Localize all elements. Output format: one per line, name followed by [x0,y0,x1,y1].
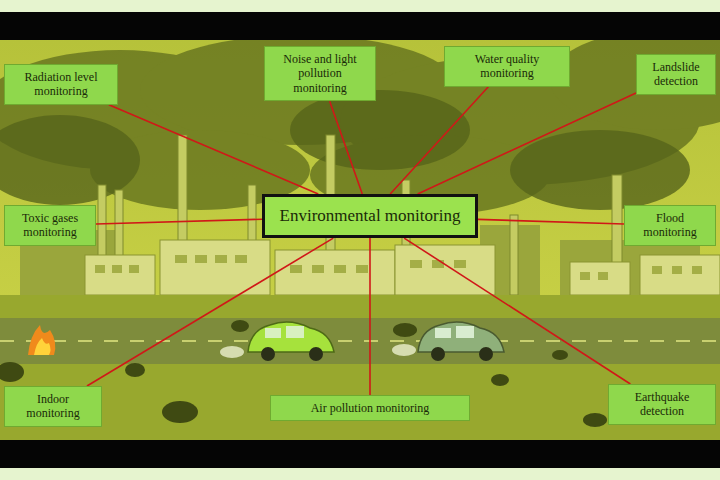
connector-line [96,219,262,224]
box-label: Water quality monitoring [451,52,563,81]
box-label: Indoor monitoring [11,392,95,421]
box-label: Flood monitoring [631,211,709,240]
connector-line [478,219,624,224]
topic-box: Toxic gases monitoring [4,205,96,246]
connector-line [390,87,488,194]
box-label: Radiation level monitoring [11,70,111,99]
topic-box: Radiation level monitoring [4,64,118,105]
topic-box: Air pollution monitoring [270,395,470,421]
connector-line [330,101,363,194]
topic-box: Landslide detection [636,54,716,95]
box-label: Landslide detection [643,60,709,89]
connector-line [87,238,333,386]
connector-line [404,238,630,384]
hub-box: Environmental monitoring [262,194,478,238]
topic-box: Earthquake detection [608,384,716,425]
connector-line [109,105,318,194]
box-label: Toxic gases monitoring [11,211,89,240]
topic-box: Water quality monitoring [444,46,570,87]
box-label: Noise and light pollution monitoring [271,52,369,95]
topic-box: Indoor monitoring [4,386,102,427]
topic-box: Noise and light pollution monitoring [264,46,376,101]
box-label: Air pollution monitoring [277,401,463,415]
connector-line [418,93,636,194]
topic-box: Flood monitoring [624,205,716,246]
box-label: Environmental monitoring [275,205,465,227]
box-label: Earthquake detection [615,390,709,419]
connector-line [369,238,371,395]
